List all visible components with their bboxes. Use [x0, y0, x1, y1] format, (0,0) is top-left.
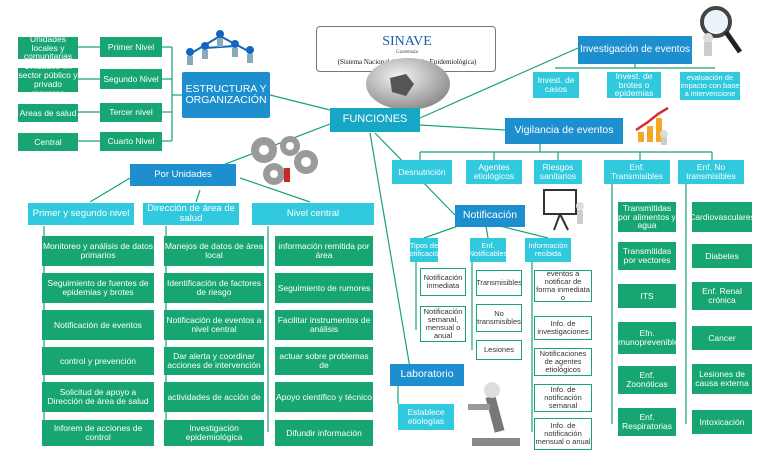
col1-item: Solicitud de apoyo a Dirección de área d… — [42, 382, 154, 412]
vigilancia-category: Agentes etiológicos — [466, 160, 522, 184]
enf-item: No transmisibles — [476, 304, 522, 332]
col3-item: Apoyo científico y técnico — [275, 382, 373, 412]
no-transmisible-item: Cancer — [692, 326, 752, 350]
transmisible-item: Transmitidas por alimentos y agua — [618, 202, 676, 232]
tipo-item: Notificación inmediata — [420, 268, 466, 296]
informacion-item: Info. de investigaciones — [534, 316, 592, 340]
level-label-1: Primer Nivel — [100, 37, 162, 57]
unidades-node: Por Unidades — [130, 164, 236, 186]
country-label: Guatemala — [396, 50, 418, 55]
no-transmisible-item: Cardiovasculares — [692, 202, 752, 232]
col1-item: Monitoreo y análisis de datos primarios — [42, 236, 154, 266]
vigilancia-category: Enf. Transmisibles — [604, 160, 670, 184]
estructura-node: ESTRUCTURA Y ORGANIZACIÓN — [182, 72, 270, 118]
enf-item: Transmisibles — [476, 270, 522, 296]
transmisible-item: ITS — [618, 284, 676, 308]
transmisible-item: Enf. Zoonóticas — [618, 366, 676, 394]
transmisible-item: Enf. Respiratorias — [618, 408, 676, 436]
level-desc-1: Unidades locales y comunitarias — [18, 37, 78, 59]
vigilancia-category: Desnutrición — [392, 160, 452, 184]
col2-item: Identificación de factores de riesgo — [164, 273, 264, 303]
sinave-title: SINAVE — [382, 34, 432, 49]
informacion-item: Info. de notificación semanal — [534, 384, 592, 412]
no-transmisible-item: Lesiones de causa externa — [692, 364, 752, 394]
tipo-item: Notificación semanal, mensual o anual — [420, 306, 466, 342]
level-desc-2: Unidades en sector público y privado may… — [18, 68, 78, 92]
laboratorio-node: Laboratorio — [390, 364, 464, 386]
col1-item: Seguimiento de fuentes de epidemias y br… — [42, 273, 154, 303]
network-people-icon — [186, 30, 254, 65]
col3-item: Facilitar instrumentos de análisis — [275, 310, 373, 340]
col1-item: Notificación de eventos — [42, 310, 154, 340]
tipos-title: Tipos de notificación — [410, 238, 438, 262]
col2-item: Dar alerta y coordinar acciones de inter… — [164, 347, 264, 375]
vigilancia-category: Enf. No transmisibles — [678, 160, 744, 184]
vigilancia-category: Riesgos sanitarios — [534, 160, 582, 184]
investigacion-item: Invest. de casos — [533, 72, 579, 98]
col2-title: Dirección de área de salud — [143, 203, 239, 225]
enf-notificables-title: Enf. Notificables — [470, 238, 506, 262]
investigacion-item: evaluación de impacto con base a interve… — [680, 72, 740, 100]
level-label-4: Cuarto Nivel — [100, 132, 162, 151]
transmisible-item: Efn. Inmunoprevenibles — [618, 322, 676, 354]
level-label-3: Tercer nivel — [100, 103, 162, 122]
vigilancia-node: Vigilancia de eventos — [505, 118, 623, 144]
col3-item: Difundir información — [275, 420, 373, 446]
investigacion-node: Investigación de eventos — [578, 36, 692, 64]
presentation-board-icon — [543, 189, 584, 231]
informacion-title: Información recibida — [525, 238, 571, 262]
no-transmisible-item: Diabetes — [692, 244, 752, 268]
enf-item: Lesiones — [476, 340, 522, 360]
level-desc-3: Areas de salud — [18, 104, 78, 122]
col2-item: Investigación epidemiológica — [164, 420, 264, 446]
globe-icon — [366, 58, 450, 110]
no-transmisible-item: Enf. Renal crónica — [692, 282, 752, 310]
no-transmisible-item: Intoxicación — [692, 410, 752, 434]
level-label-2: Segundo Nivel — [100, 69, 162, 89]
notificacion-node: Notificación — [455, 205, 525, 227]
col3-item: Seguimiento de rumores — [275, 273, 373, 303]
magnifier-person-icon — [700, 6, 743, 56]
funciones-node: FUNCIONES — [330, 108, 420, 132]
investigacion-item: Invest. de brotes o epidemias — [607, 72, 661, 98]
laboratorio-item: Establece etiologías — [398, 404, 454, 430]
col2-item: actividades de acción de — [164, 382, 264, 412]
col3-item: información remitida por área — [275, 236, 373, 266]
col3-item: actuar sobre problemas de — [275, 347, 373, 375]
col2-item: Notificación de eventos a nivel central — [164, 310, 264, 340]
col1-item: control y prevención — [42, 347, 154, 375]
transmisible-item: Transmitidas por vectores — [618, 242, 676, 270]
informacion-item: Notificaciones de agentes etiológicos — [534, 348, 592, 376]
informacion-item: Info. de notificación mensual o anual — [534, 418, 592, 450]
informacion-item: eventos a notificar de forma inmediata o — [534, 270, 592, 302]
col1-item: Inforem de acciones de control — [42, 420, 154, 446]
col3-title: Nivel central — [252, 203, 374, 225]
gears-icon — [251, 136, 318, 185]
col2-item: Manejos de datos de área local — [164, 236, 264, 266]
growth-chart-icon — [635, 106, 669, 145]
microscope-icon — [468, 382, 520, 446]
col1-title: Primer y segundo nivel — [28, 203, 134, 225]
level-desc-4: Central — [18, 133, 78, 151]
